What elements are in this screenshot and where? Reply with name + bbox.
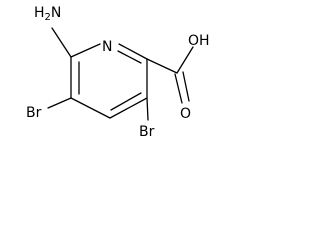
- amino-group-label: H2N: [34, 5, 61, 23]
- bond-carboxyl-o-double: [182, 71, 190, 102]
- hydroxyl-label: OH: [188, 33, 210, 49]
- bond-n1-c2: [118, 43, 148, 60]
- bromine-right-label: Br: [139, 124, 155, 140]
- bromine-left-label: Br: [26, 105, 42, 121]
- bond-c3-c4-double: [110, 92, 142, 111]
- bond-c6-nh2: [51, 27, 72, 58]
- bond-c2-carboxyl: [146, 58, 178, 74]
- bond-c5-br: [47, 97, 72, 109]
- amino-subscript-label: 2: [45, 12, 51, 23]
- bond-c3-br: [146, 97, 149, 121]
- amino-h-label: H: [34, 5, 45, 21]
- bond-c6-n1: [70, 43, 101, 58]
- amino-n-label: N: [51, 5, 61, 21]
- bond-n1-c2-double: [117, 50, 142, 64]
- molecule-structure: H2N N OH O Br Br: [26, 5, 210, 140]
- bond-c3-c4: [109, 97, 148, 119]
- bond-carboxyl-o: [174, 73, 183, 104]
- carbonyl-oxygen-label: O: [180, 106, 191, 122]
- bond-carboxyl-oh: [176, 46, 194, 74]
- ring-nitrogen-label: N: [102, 39, 112, 55]
- bond-c4-c5: [70, 97, 111, 119]
